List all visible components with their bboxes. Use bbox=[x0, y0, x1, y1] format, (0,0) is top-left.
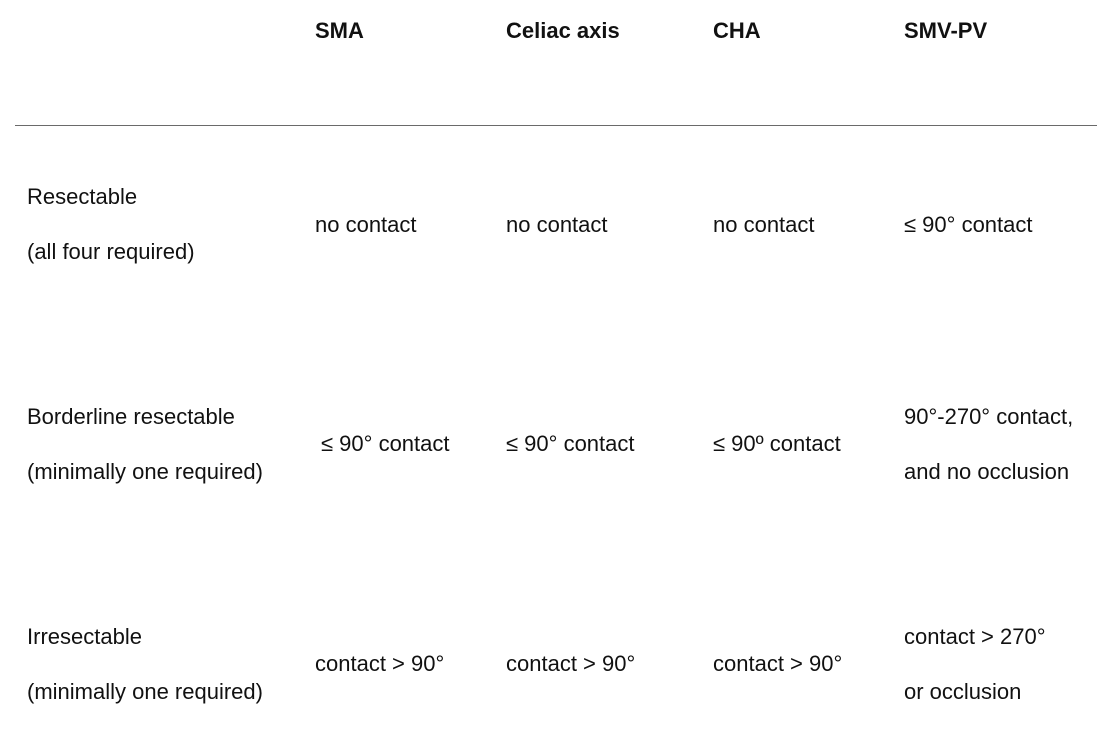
column-header-cha: CHA bbox=[713, 18, 761, 43]
row-label-resectable: Resectable bbox=[27, 184, 138, 209]
cell-resectable-smv-pv: ≤ 90° contact bbox=[904, 212, 1033, 237]
column-header-sma: SMA bbox=[315, 18, 364, 43]
cell-borderline-celiac-axis: ≤ 90° contact bbox=[506, 431, 635, 456]
row-sublabel-irresectable: (minimally one required) bbox=[27, 679, 263, 704]
cell-resectable-celiac-axis: no contact bbox=[506, 212, 608, 237]
cell-borderline-cha: ≤ 90º contact bbox=[713, 431, 841, 456]
cell-resectable-cha: no contact bbox=[713, 212, 815, 237]
cell-borderline-smv-pv-line-2: and no occlusion bbox=[904, 459, 1070, 484]
cell-irresectable-sma: contact > 90° bbox=[315, 651, 445, 676]
cell-borderline-sma: ≤ 90° contact bbox=[321, 431, 450, 456]
cell-irresectable-cha: contact > 90° bbox=[713, 651, 843, 676]
column-header-smv-pv: SMV-PV bbox=[904, 18, 988, 43]
row-label-borderline-resectable: Borderline resectable bbox=[27, 404, 235, 429]
header-divider bbox=[15, 125, 1097, 126]
cell-resectable-sma: no contact bbox=[315, 212, 417, 237]
row-sublabel-borderline-resectable: (minimally one required) bbox=[27, 459, 263, 484]
row-sublabel-resectable: (all four required) bbox=[27, 239, 195, 264]
column-header-celiac-axis: Celiac axis bbox=[506, 18, 620, 43]
cell-irresectable-smv-pv-line-1: contact > 270° bbox=[904, 624, 1046, 649]
cell-irresectable-smv-pv-line-2: or occlusion bbox=[904, 679, 1022, 704]
row-label-irresectable: Irresectable bbox=[27, 624, 142, 649]
cell-borderline-smv-pv-line-1: 90°-270° contact, bbox=[904, 404, 1074, 429]
cell-irresectable-celiac-axis: contact > 90° bbox=[506, 651, 636, 676]
